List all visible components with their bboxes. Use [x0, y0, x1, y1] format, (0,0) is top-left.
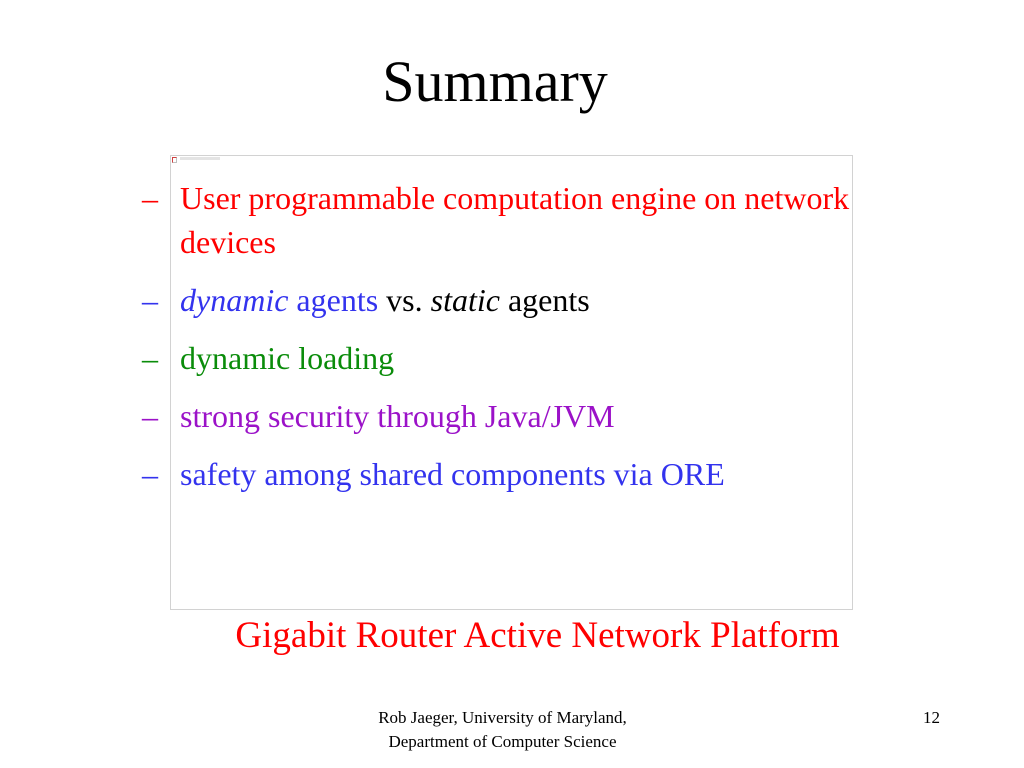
- platform-caption: Gigabit Router Active Network Platform: [235, 615, 840, 656]
- footer-credit: Rob Jaeger, University of Maryland, Depa…: [300, 706, 705, 754]
- bullet-dash: –: [142, 340, 158, 376]
- slide-title: Summary: [382, 49, 608, 114]
- bullet-item: – dynamic loading: [142, 336, 882, 380]
- page-number: 12: [923, 708, 940, 727]
- bullet-text-agents: agents: [288, 282, 379, 318]
- bullet-text: dynamic loading: [180, 340, 395, 376]
- bullet-item: – strong security through Java/JVM: [142, 394, 882, 438]
- placeholder-caption-mark: [180, 157, 220, 160]
- bullet-text: strong security through Java/JVM: [180, 398, 615, 434]
- bullet-dash: –: [142, 398, 158, 434]
- bullet-text: safety among shared components via ORE: [180, 456, 725, 492]
- bullet-text-static: static: [430, 282, 500, 318]
- bullet-list: – User programmable computation engine o…: [142, 176, 882, 510]
- bullet-text-agents-2: agents: [499, 282, 590, 318]
- bullet-dash: –: [142, 456, 158, 492]
- bullet-dash: –: [142, 180, 158, 216]
- bullet-item: – dynamic agents vs. static agents: [142, 278, 882, 322]
- image-placeholder-frame: [170, 155, 853, 610]
- bullet-text-dynamic: dynamic: [180, 282, 289, 318]
- bullet-text-vs: vs.: [378, 282, 431, 318]
- bullet-item: – User programmable computation engine o…: [142, 176, 882, 264]
- footer-line-department: Department of Computer Science: [388, 732, 617, 751]
- bullet-item: – safety among shared components via ORE: [142, 452, 882, 496]
- broken-image-icon: [172, 157, 177, 163]
- bullet-dash: –: [142, 282, 158, 318]
- bullet-text: User programmable computation engine on …: [180, 180, 850, 260]
- footer-line-author: Rob Jaeger, University of Maryland,: [378, 708, 627, 727]
